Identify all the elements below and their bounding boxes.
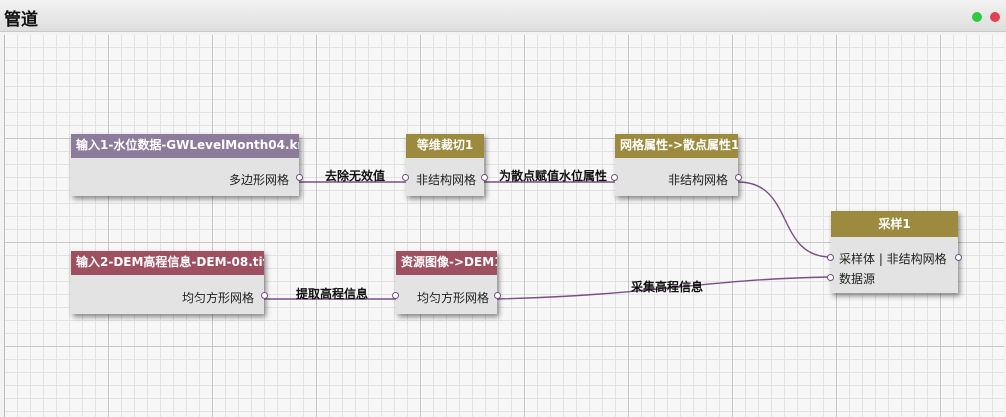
window-title: 管道	[4, 10, 38, 30]
node-input2-output-label: 均匀方形网格	[181, 291, 254, 305]
node-sample-title: 采样1	[831, 211, 958, 237]
maximize-button[interactable]	[972, 12, 982, 22]
node-sample-input-port-2[interactable]	[827, 274, 834, 281]
node-dem[interactable]: 资源图像->DEM1 均匀方形网格	[392, 251, 501, 314]
link-attr-sample	[737, 181, 832, 258]
node-attr-input-port[interactable]	[611, 174, 618, 181]
node-input2-output-port[interactable]	[261, 292, 268, 299]
node-sample-body: 采样体 | 非结构网格 数据源	[827, 237, 962, 293]
node-clip-output-port[interactable]	[481, 174, 488, 181]
node-dem-body: 均匀方形网格	[392, 275, 501, 314]
pipeline-canvas[interactable]: 去除无效值 为散点赋值水位属性 提取高程信息 采集高程信息 输入1-水位数据-G…	[4, 35, 1004, 417]
node-input1[interactable]: 输入1-水位数据-GWLevelMonth04.kml 多边形网格	[71, 134, 303, 196]
node-sample[interactable]: 采样1 采样体 | 非结构网格 数据源	[827, 211, 962, 293]
node-sample-port2-label: 数据源	[839, 272, 876, 286]
node-clip-body: 非结构网格	[402, 158, 488, 196]
node-dem-output-port[interactable]	[494, 292, 501, 299]
node-input2-body: 均匀方形网格	[71, 275, 268, 314]
node-input2-title: 输入2-DEM高程信息-DEM-08.tiff	[71, 251, 264, 275]
node-attr[interactable]: 网格属性->散点属性1 非结构网格	[611, 134, 742, 196]
node-attr-output-port[interactable]	[735, 174, 742, 181]
node-input1-body: 多边形网格	[71, 158, 303, 196]
node-sample-output-port[interactable]	[955, 254, 962, 261]
link-label-extract-elevation: 提取高程信息	[295, 287, 369, 301]
node-attr-title: 网格属性->散点属性1	[615, 134, 738, 158]
link-label-assign-water-level: 为散点赋值水位属性	[498, 169, 608, 183]
node-clip-port-label: 非结构网格	[415, 173, 476, 187]
node-attr-port-label: 非结构网格	[667, 173, 728, 187]
node-input1-title: 输入1-水位数据-GWLevelMonth04.kml	[71, 134, 299, 158]
node-clip-input-port[interactable]	[402, 174, 409, 181]
node-input1-output-port[interactable]	[296, 174, 303, 181]
link-label-collect-elevation: 采集高程信息	[630, 280, 704, 294]
link-dem-sample	[496, 276, 832, 300]
node-clip[interactable]: 等维裁切1 非结构网格	[402, 134, 488, 196]
node-input1-output-label: 多边形网格	[228, 173, 289, 187]
node-sample-input-port-1[interactable]	[827, 254, 834, 261]
close-button[interactable]	[990, 12, 1000, 22]
node-clip-title: 等维裁切1	[406, 134, 484, 158]
node-sample-port1-label: 采样体 | 非结构网格	[839, 252, 947, 266]
links-layer	[264, 181, 832, 300]
node-dem-port-label: 均匀方形网格	[416, 291, 489, 305]
title-bar: 管道	[0, 0, 1006, 32]
link-label-remove-invalid: 去除无效值	[324, 169, 386, 183]
node-attr-body: 非结构网格	[611, 158, 742, 196]
node-dem-title: 资源图像->DEM1	[396, 251, 497, 275]
node-input2[interactable]: 输入2-DEM高程信息-DEM-08.tiff 均匀方形网格	[71, 251, 268, 314]
node-dem-input-port[interactable]	[392, 292, 399, 299]
